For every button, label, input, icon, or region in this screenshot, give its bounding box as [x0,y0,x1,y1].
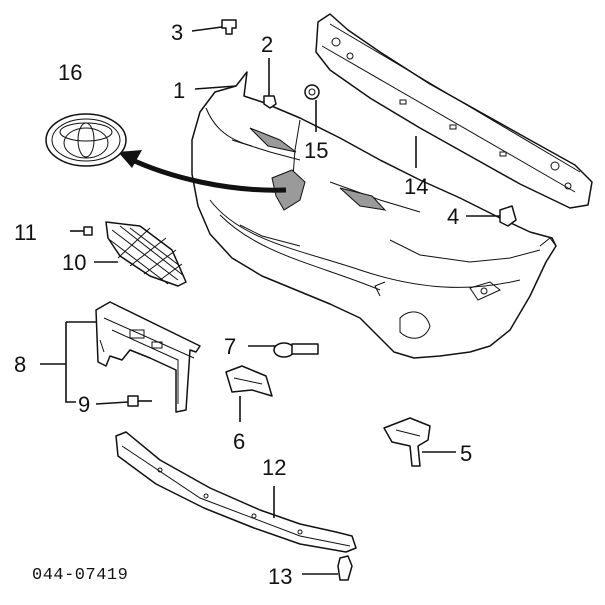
callout-3: 3 [171,20,183,45]
grille-mesh [105,221,187,287]
callout-1: 1 [173,78,185,103]
bolt-2 [263,58,277,109]
license-bracket [95,301,201,413]
cover-6 [225,365,273,397]
callout-11: 11 [14,220,37,245]
bumper-cover [191,71,557,359]
callout-10: 10 [62,250,86,275]
callout-8: 8 [14,352,26,377]
callout-9: 9 [78,392,90,417]
callout-6: 6 [233,429,245,454]
callout-15: 15 [304,138,328,163]
reinforcement-beam [315,13,593,209]
clip-4 [499,205,517,227]
screw-11 [70,226,93,236]
bracket-5 [383,417,431,467]
callout-16: 16 [58,60,82,85]
callout-13: 13 [268,564,292,589]
emblem-location-arrow [118,150,287,193]
clip-13 [337,555,353,581]
callout-numbers: 3 2 16 1 15 14 4 11 10 7 8 9 6 5 12 13 [14,20,472,589]
callout-4: 4 [447,204,459,229]
callout-7: 7 [224,334,236,359]
leader-lines [40,26,500,575]
bolt-7 [273,342,319,358]
callout-14: 14 [404,174,428,199]
callout-2: 2 [261,32,273,57]
nut-15 [304,84,320,100]
callout-12: 12 [262,455,286,480]
lower-spoiler [115,431,357,553]
screw-9 [127,395,152,407]
clip-3 [221,19,237,35]
emblem [45,113,127,167]
diagram-code: 044-07419 [32,566,128,585]
callout-5: 5 [460,441,472,466]
